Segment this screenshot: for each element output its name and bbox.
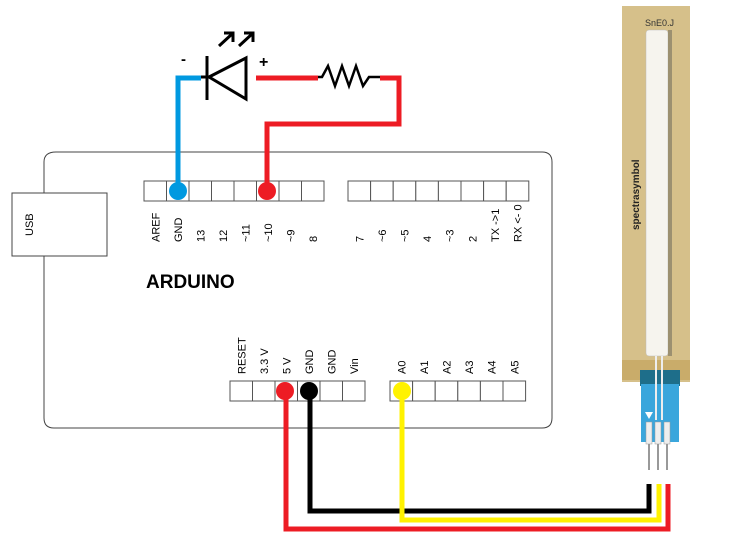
resistor-symbol [318,62,380,90]
wire-blue-gnd [175,75,201,190]
sensor-code: SnE0.J [645,18,674,28]
pin-socket [370,180,394,202]
sensor-brand: spectrasymbol [631,159,642,230]
gnd-power-connection-dot [300,382,318,400]
pin-label: A2 [442,361,454,374]
usb-port [11,192,108,257]
pin-label: GND [304,350,316,375]
pin-label: ~10 [263,223,275,242]
pin-label: A4 [487,361,499,374]
pin-label: 12 [218,230,230,242]
pin-label: ~11 [240,224,252,242]
pin-socket [412,380,436,402]
pin-socket [188,180,212,202]
pin-socket [460,180,485,202]
board-title: ARDUINO [146,272,235,293]
pin-label: ~9 [285,229,297,242]
pin-socket [233,180,257,202]
pin-label: 4 [422,236,434,242]
pin-label: A1 [419,361,431,374]
pin-socket [278,180,302,202]
pin-label: GND [326,350,338,375]
led-plus-label: + [259,54,268,71]
pin-socket [415,180,439,202]
pin-socket [483,180,507,202]
pin-socket [211,180,235,202]
pin-label: 2 [467,236,479,242]
top-header-right: 7 ~6 ~5 4 ~3 2 TX ->1 RX <- 0 [347,180,530,242]
pin-socket [457,380,481,402]
pin-label: Vin [349,358,361,374]
pin-socket [301,180,325,202]
wire-black-gnd [307,391,652,514]
pin-socket [434,380,459,402]
pin-socket [252,380,276,402]
gnd-connection-dot [169,182,187,200]
arduino-board [43,151,553,429]
pin-socket [502,380,527,402]
pin-label: 8 [308,236,320,242]
pin-socket [437,180,462,202]
pin-socket [392,180,417,202]
pin10-connection-dot [258,182,276,200]
pin-socket [143,180,167,202]
pin-socket [479,380,504,402]
pin-label: RESET [236,337,248,374]
led-symbol: - + [181,31,268,102]
light-emission-icon [217,31,255,48]
pin-label: 13 [195,230,207,242]
wire-red-pin10 [264,75,402,190]
pin-socket [342,380,366,402]
wire-red-5v [283,391,671,532]
flex-sensor: SnE0.J spectrasymbol [622,6,690,470]
pin-label: 3.3 V [259,348,271,374]
pin-label: 7 [354,236,366,242]
a0-connection-dot [393,382,411,400]
pin-label: ~3 [445,229,457,242]
pin-label: AREF [150,212,162,242]
wire-yellow-a0 [399,391,662,523]
pin-label: 5 V [281,357,293,374]
led-minus-label: - [181,51,186,68]
pin-socket [229,380,253,402]
wires [175,75,671,532]
usb-label: USB [24,213,36,236]
pin-label: A3 [464,361,476,374]
pin-label: TX ->1 [490,209,502,242]
5v-connection-dot [276,382,294,400]
pin-label: A5 [509,361,521,374]
pin-socket [505,180,530,202]
pin-label: ~5 [400,229,412,242]
pin-label: RX <- 0 [513,204,525,242]
pin-label: ~6 [377,229,389,242]
pin-label: GND [173,218,185,243]
pin-socket [319,380,343,402]
pin-socket [347,180,372,202]
pin-label: A0 [396,361,408,374]
